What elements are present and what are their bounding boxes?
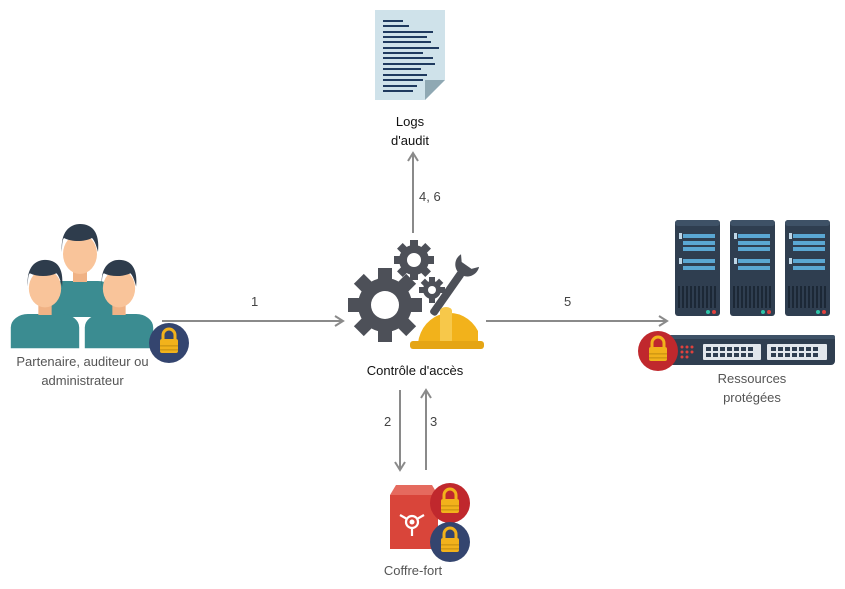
logs-label-line1: Logs (395, 114, 425, 129)
vault-label: Coffre-fort (383, 563, 443, 578)
servers-switch-icon (669, 220, 835, 365)
edge-label-3: 3 (430, 414, 438, 429)
edge-label-2: 2 (384, 414, 392, 429)
resources-lock-icon (638, 331, 678, 371)
logs-label: Logs d'audit (370, 112, 450, 150)
edge-label-1: 1 (251, 294, 259, 309)
users-lock-icon (149, 323, 189, 363)
resources-label-line2: protégées (723, 390, 781, 405)
vault-lock-red-icon (430, 483, 470, 523)
gears-wrench-helmet-icon (348, 240, 484, 349)
document-icon (375, 10, 445, 100)
edge-label-5: 5 (564, 294, 572, 309)
network-switch-icon (669, 335, 835, 365)
edge-label-4-6: 4, 6 (419, 189, 441, 204)
resources-label-line1: Ressources (717, 371, 787, 386)
users-label: Partenaire, auditeur ou administrateur (16, 354, 149, 388)
access-control-label: Contrôle d'accès (366, 363, 464, 378)
vault-icon (390, 485, 438, 549)
helmet-icon (410, 307, 484, 349)
people-icon (10, 224, 154, 349)
vault-lock-navy-icon (430, 522, 470, 562)
resources-label: Ressources protégées (700, 369, 804, 407)
logs-label-line2: d'audit (391, 133, 429, 148)
